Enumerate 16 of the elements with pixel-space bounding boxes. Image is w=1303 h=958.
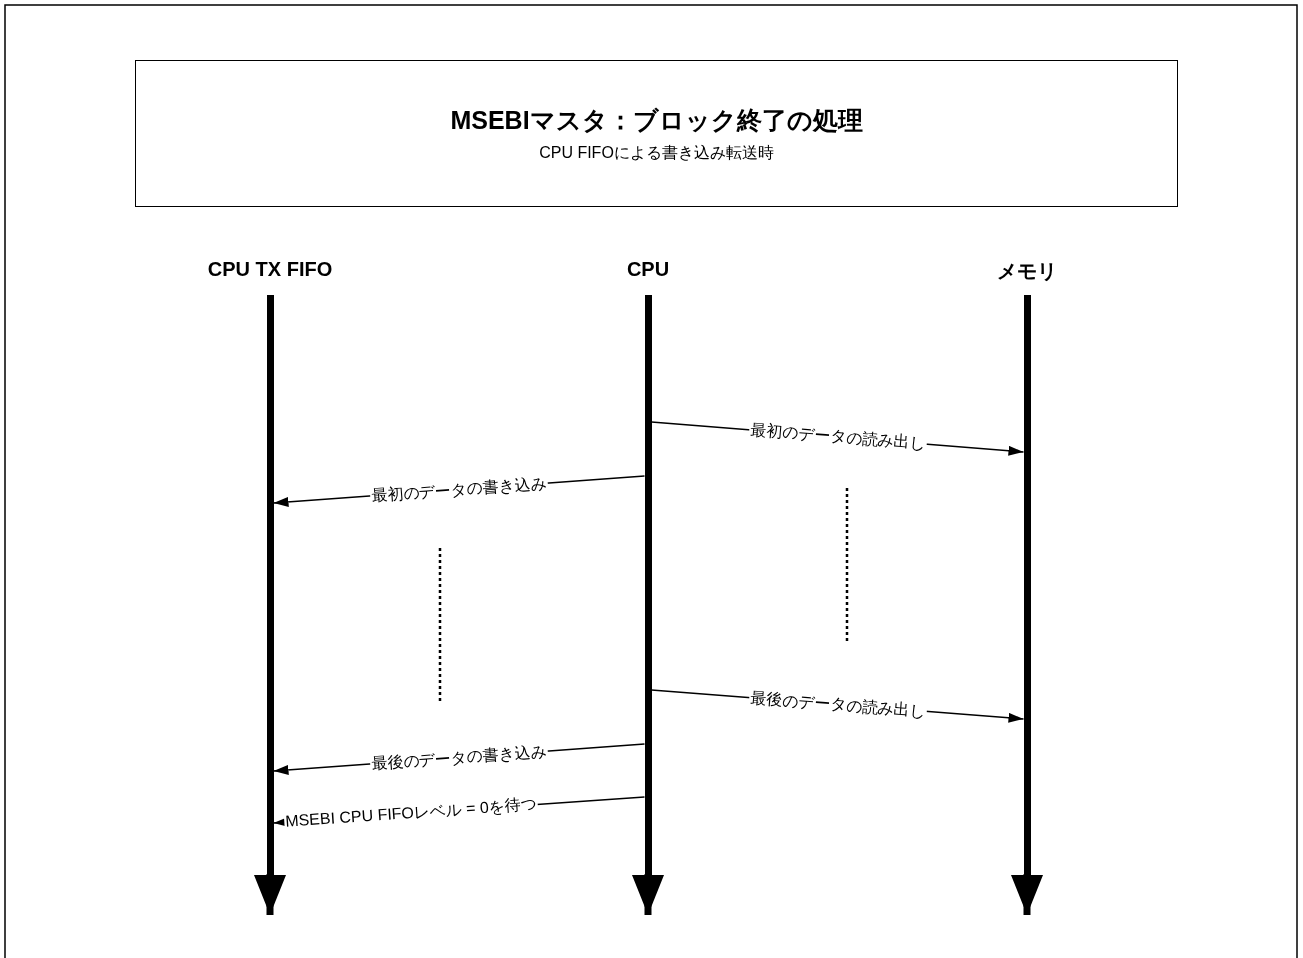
lifeline-bar	[644, 295, 652, 875]
edge-label: 最後のデータの読み出し	[748, 688, 927, 721]
box-subheading: CPU FIFOによる書き込み転送時	[539, 142, 774, 163]
lifeline-arrow	[254, 874, 286, 915]
edge-label: 最初のデータの読み出し	[748, 420, 927, 454]
title-box	[135, 60, 1178, 207]
lifeline-heading: CPU TX FIFO	[207, 258, 333, 281]
lifeline-arrow	[632, 874, 664, 915]
lifeline-bar	[266, 295, 274, 875]
lifeline-heading: CPU	[626, 258, 670, 281]
lifeline-heading: メモリ	[997, 259, 1057, 284]
lifeline-arrow	[1011, 874, 1043, 915]
box-heading: MSEBIマスタ：ブロック終了の処理	[450, 104, 863, 136]
edge-label: 最初のデータの書き込み	[369, 474, 549, 505]
edge-label: 最後のデータの書き込み	[369, 742, 549, 773]
lifeline-bar	[1023, 295, 1031, 875]
